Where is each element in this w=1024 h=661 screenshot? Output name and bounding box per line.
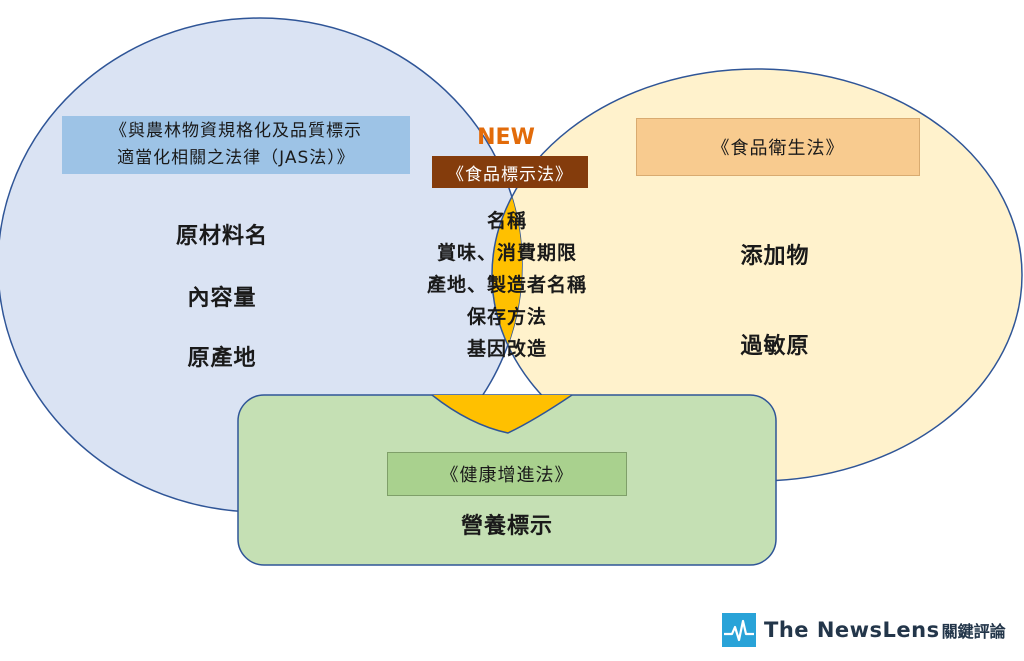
- jas-law-label-line1: 《與農林物資規格化及品質標示: [110, 121, 362, 141]
- jas-item-ingredients: 原材料名: [175, 224, 268, 249]
- labeling-item-storage: 保存方法: [466, 306, 547, 328]
- jas-law-label: 《與農林物資規格化及品質標示 適當化相關之法律（JAS法）》: [62, 116, 410, 174]
- newslens-logo: The NewsLens 關鍵評論: [722, 612, 1018, 648]
- jas-item-origin: 原產地: [187, 346, 257, 371]
- hygiene-item-additives: 添加物: [740, 244, 810, 269]
- health-item-nutrition: 營養標示: [460, 514, 553, 539]
- food-labeling-act-overlap: [491, 68, 522, 482]
- food-labeling-act-label: 《食品標示法》: [432, 156, 588, 188]
- jas-law-label-line2: 適當化相關之法律（JAS法）》: [117, 148, 355, 168]
- food-hygiene-law-label: 《食品衛生法》: [636, 118, 920, 176]
- labeling-item-origin-maker: 產地、製造者名稱: [426, 274, 587, 296]
- jas-item-net-content: 內容量: [187, 286, 257, 311]
- hygiene-item-allergens: 過敏原: [740, 334, 810, 359]
- new-badge: NEW: [477, 124, 535, 150]
- labeling-item-expiry: 賞味、消費期限: [436, 242, 577, 264]
- logo-cjk-text: 關鍵評論: [941, 622, 1006, 641]
- pulse-line-icon: [722, 613, 756, 647]
- overlap-tip: [432, 395, 572, 433]
- logo-text: The NewsLens: [764, 618, 940, 642]
- health-promotion-law-label: 《健康增進法》: [387, 452, 627, 496]
- overlap-tip-outline: [431, 394, 573, 434]
- labeling-item-gmo: 基因改造: [466, 338, 547, 360]
- labeling-item-name: 名稱: [486, 210, 527, 232]
